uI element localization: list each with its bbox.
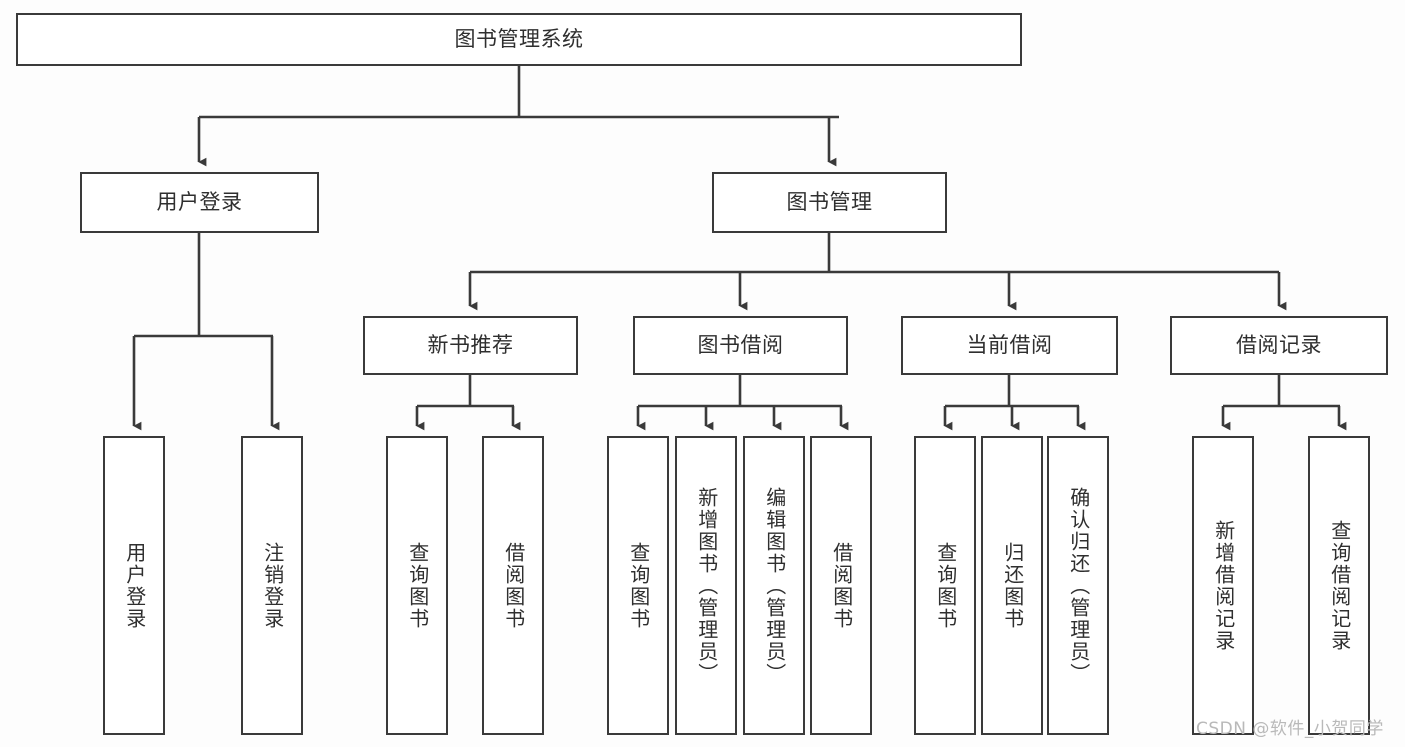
leaf-record-query-record[interactable]: 查询借阅记录 (1308, 436, 1370, 735)
node-label: 图书管理 (786, 189, 873, 214)
node-new-book-recommend[interactable]: 新书推荐 (363, 316, 578, 375)
leaf-current-return-book[interactable]: 归还图书 (981, 436, 1043, 735)
node-label: 图书借阅 (697, 332, 784, 357)
leaf-borrow-add-book[interactable]: 新增图书（管理员） (675, 436, 737, 735)
node-label: 查询图书 (933, 541, 958, 630)
node-user-login[interactable]: 用户登录 (80, 172, 319, 233)
node-label: 编辑图书（管理员） (762, 486, 787, 685)
leaf-borrow-borrow-book[interactable]: 借阅图书 (810, 436, 872, 735)
node-label: 用户登录 (122, 541, 147, 630)
node-current-borrow[interactable]: 当前借阅 (901, 316, 1118, 375)
node-book-management[interactable]: 图书管理 (712, 172, 947, 233)
node-label: 借阅图书 (501, 541, 526, 630)
node-label: 新增图书（管理员） (694, 486, 719, 685)
node-label: 图书管理系统 (454, 26, 584, 51)
leaf-user-login-login[interactable]: 用户登录 (103, 436, 165, 735)
node-book-borrow[interactable]: 图书借阅 (633, 316, 848, 375)
leaf-borrow-edit-book[interactable]: 编辑图书（管理员） (743, 436, 805, 735)
node-borrow-record[interactable]: 借阅记录 (1170, 316, 1388, 375)
node-label: 借阅记录 (1236, 332, 1322, 357)
leaf-user-login-logout[interactable]: 注销登录 (241, 436, 303, 735)
leaf-recommend-query-book[interactable]: 查询图书 (386, 436, 448, 735)
watermark: CSDN @软件_小贺同学 (1196, 719, 1384, 739)
node-label: 查询图书 (405, 541, 430, 630)
leaf-current-confirm-return[interactable]: 确认归还（管理员） (1047, 436, 1109, 735)
node-root-system[interactable]: 图书管理系统 (16, 13, 1022, 66)
node-label: 确认归还（管理员） (1066, 486, 1091, 685)
node-label: 查询图书 (626, 541, 651, 630)
node-label: 新增借阅记录 (1211, 519, 1236, 652)
node-label: 查询借阅记录 (1327, 519, 1352, 652)
node-label: 注销登录 (260, 541, 285, 630)
node-label: 用户登录 (156, 189, 243, 214)
leaf-current-query-book[interactable]: 查询图书 (914, 436, 976, 735)
node-label: 归还图书 (1000, 541, 1025, 630)
node-label: 新书推荐 (427, 332, 514, 357)
leaf-recommend-borrow-book[interactable]: 借阅图书 (482, 436, 544, 735)
node-label: 当前借阅 (966, 332, 1053, 357)
leaf-record-add-record[interactable]: 新增借阅记录 (1192, 436, 1254, 735)
node-label: 借阅图书 (829, 541, 854, 630)
leaf-borrow-query-book[interactable]: 查询图书 (607, 436, 669, 735)
